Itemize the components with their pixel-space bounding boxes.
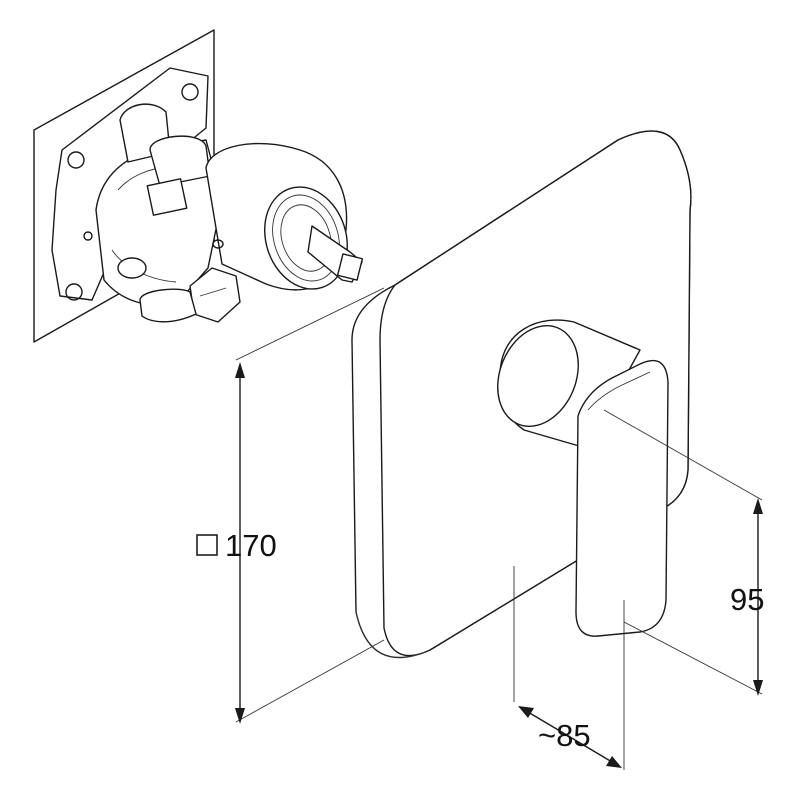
concealed-valve-body <box>33 29 364 343</box>
spindle-tip <box>336 253 364 281</box>
plate-size-label: 170 <box>225 528 277 563</box>
dimension-plate-size: 170 <box>196 287 385 724</box>
square-symbol <box>196 534 218 556</box>
dimension-arrowhead <box>518 706 534 718</box>
side-port <box>117 257 147 279</box>
lever-base-face <box>497 325 579 427</box>
dimension-arrowhead <box>235 708 245 724</box>
dimension-lever-projection: ~85 <box>513 566 625 770</box>
dimension-arrowhead <box>753 680 763 696</box>
lower-outlet <box>139 288 197 323</box>
trim-assembly <box>351 130 692 659</box>
dimension-arrowhead <box>235 362 245 378</box>
dimension-lever-height: 95 <box>603 409 764 696</box>
dimension-arrowhead <box>606 756 622 768</box>
inlet-stub <box>149 135 211 187</box>
clamp-bracket <box>146 178 188 216</box>
dimension-arrowhead <box>753 498 763 514</box>
mounting-hole <box>67 151 85 169</box>
lever-projection-label: ~85 <box>538 718 591 753</box>
mounting-hole <box>65 283 83 301</box>
mounting-hole <box>181 83 199 101</box>
mounting-hole <box>83 231 93 241</box>
lever-handle <box>575 359 669 637</box>
cartridge-hole <box>212 239 224 249</box>
lever-height-label: 95 <box>730 582 764 617</box>
